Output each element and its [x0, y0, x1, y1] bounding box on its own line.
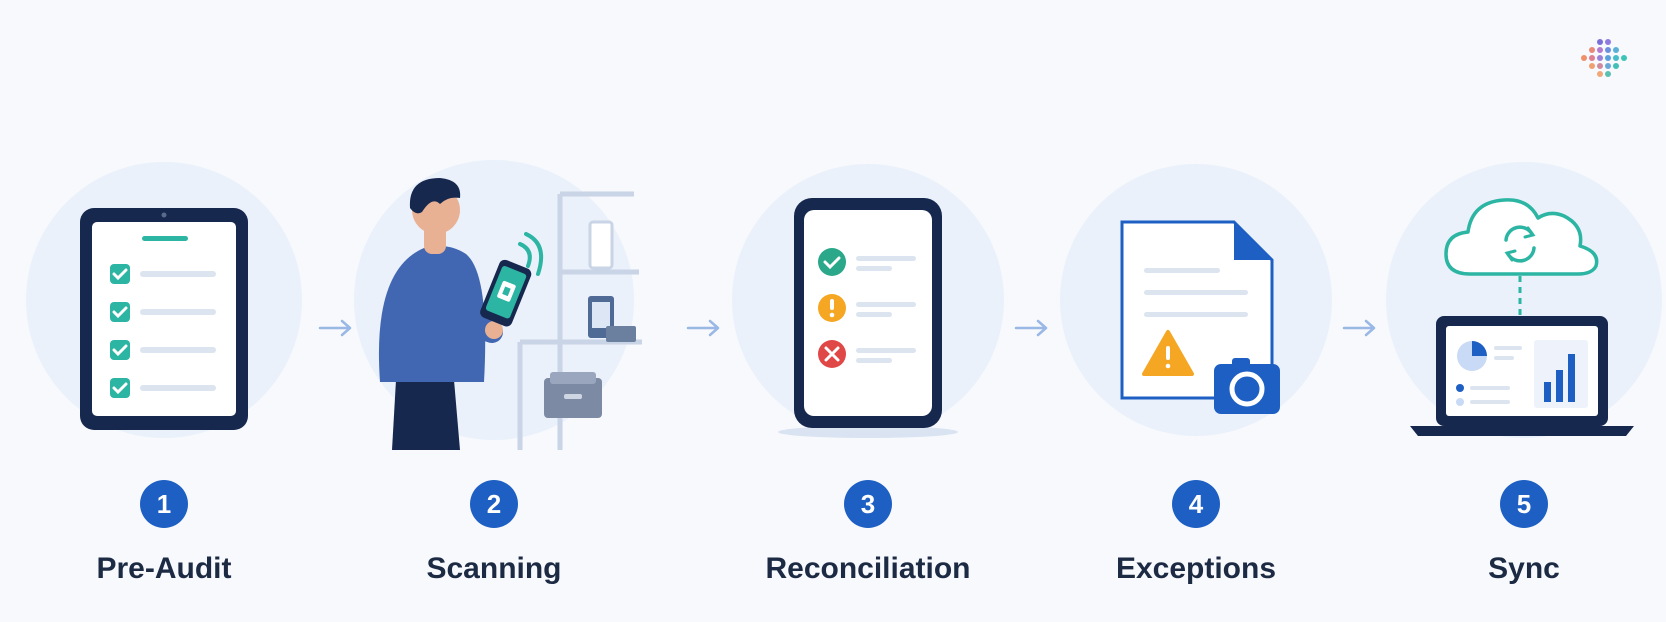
- arrow-right-icon: [1342, 319, 1376, 337]
- step-label: Exceptions: [1115, 552, 1277, 585]
- step-number-badge: 2: [470, 480, 518, 528]
- step-scanning: 2 Scanning: [344, 0, 644, 622]
- step-sync: 5 Sync: [1374, 0, 1666, 622]
- step-label: Reconciliation: [765, 552, 971, 585]
- cloud-laptop-sync-icon: [1386, 162, 1662, 438]
- step-label: Pre-Audit: [96, 552, 232, 585]
- step-number-badge: 1: [140, 480, 188, 528]
- step-label: Scanning: [426, 552, 562, 585]
- step-number-badge: 3: [844, 480, 892, 528]
- step-exceptions: 4 Exceptions: [1046, 0, 1346, 622]
- dotted-diamond-logo-icon: [1581, 39, 1627, 77]
- step-pre-audit: 1 Pre-Audit: [14, 0, 314, 622]
- worker-scanning-shelves-icon: [354, 160, 642, 450]
- step-number-badge: 4: [1172, 480, 1220, 528]
- document-warning-camera-icon: [1060, 164, 1332, 436]
- step-number-badge: 5: [1500, 480, 1548, 528]
- tablet-checklist-icon: [26, 162, 302, 438]
- arrow-right-icon: [686, 319, 720, 337]
- arrow-right-icon: [318, 319, 352, 337]
- step-reconciliation: 3 Reconciliation: [718, 0, 1018, 622]
- arrow-right-icon: [1014, 319, 1048, 337]
- phone-status-list-icon: [732, 164, 1004, 438]
- step-label: Sync: [1488, 552, 1560, 585]
